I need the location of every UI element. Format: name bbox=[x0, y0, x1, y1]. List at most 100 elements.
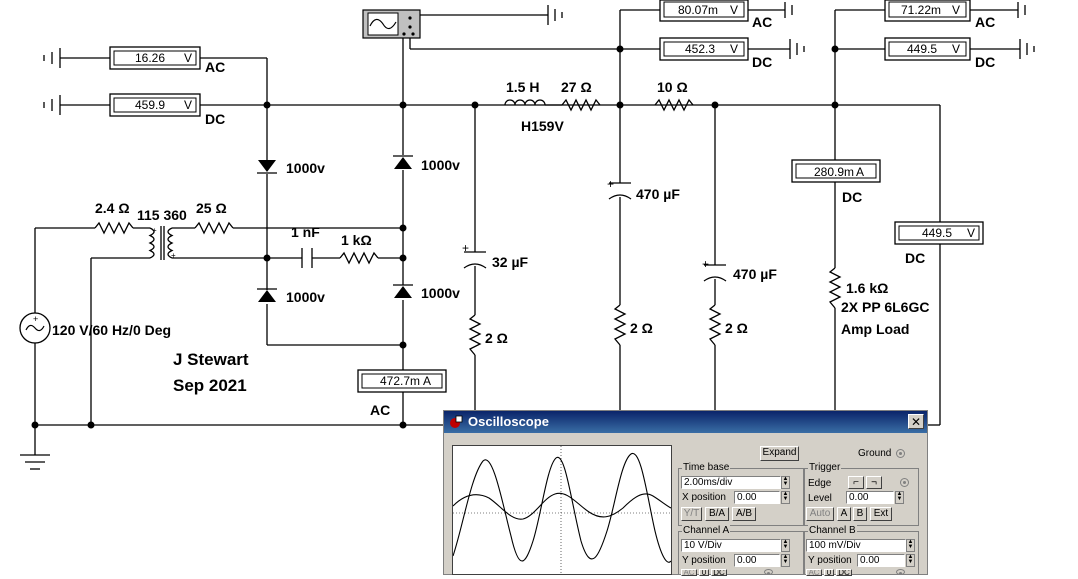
meter-value: 449.5 bbox=[922, 226, 952, 240]
channel-a-label: Channel A bbox=[682, 525, 731, 536]
resistor-icon bbox=[654, 98, 694, 112]
esr-3-label: 2 Ω bbox=[725, 320, 748, 336]
diode-icon bbox=[257, 288, 277, 302]
timebase-spinner[interactable]: ▲▼ bbox=[781, 476, 790, 489]
capacitor-icon bbox=[608, 182, 632, 200]
author-date: Sep 2021 bbox=[173, 376, 247, 395]
cap-3-label: 470 µF bbox=[733, 266, 777, 282]
oscilloscope-window[interactable]: Oscilloscope ✕ Expand Ground Time base 2… bbox=[443, 410, 928, 576]
meter-top-left-dc[interactable]: 459.9 V DC bbox=[109, 93, 225, 127]
trigger-b-button[interactable]: B bbox=[853, 507, 867, 521]
scope-titlebar[interactable]: Oscilloscope ✕ bbox=[444, 411, 927, 433]
meter-mode: AC bbox=[975, 14, 995, 30]
channel-a-ypos[interactable]: 0.00 bbox=[734, 554, 780, 567]
meter-unit: V bbox=[184, 51, 192, 65]
channel-a-ypos-spinner[interactable]: ▲▼ bbox=[781, 554, 790, 567]
meter-unit: A bbox=[856, 165, 864, 179]
inductor-part-label: H159V bbox=[521, 118, 564, 134]
channel-b-scale[interactable]: 100 mV/Div bbox=[806, 539, 906, 552]
channel-b-ypos-label: Y position bbox=[808, 555, 852, 566]
channel-a-ypos-label: Y position bbox=[682, 555, 726, 566]
svg-text:+: + bbox=[702, 257, 709, 271]
xpos-field[interactable]: 0.00 bbox=[734, 491, 780, 504]
meter-load-current[interactable]: 280.9m A DC bbox=[791, 159, 881, 205]
r-primary-label: 2.4 Ω bbox=[95, 200, 130, 216]
cap-1-label: 32 µF bbox=[492, 254, 529, 270]
trigger-group bbox=[804, 468, 919, 526]
channel-b-ypos[interactable]: 0.00 bbox=[857, 554, 905, 567]
meter-mid-ac[interactable]: 80.07m V AC bbox=[659, 0, 772, 30]
expand-button[interactable]: Expand bbox=[760, 446, 799, 461]
ground-terminal[interactable] bbox=[896, 449, 905, 458]
channel-b-label: Channel B bbox=[808, 525, 857, 536]
channel-b-spinner[interactable]: ▲▼ bbox=[906, 539, 915, 552]
trace-a bbox=[452, 453, 672, 563]
meter-right-ac[interactable]: 71.22m V AC bbox=[884, 0, 995, 30]
esr-2-label: 2 Ω bbox=[630, 320, 653, 336]
close-icon[interactable]: ✕ bbox=[908, 414, 924, 429]
mode-yt-button[interactable]: Y/T bbox=[681, 507, 702, 521]
svg-text:+: + bbox=[33, 314, 38, 324]
edge-label: Edge bbox=[808, 478, 832, 489]
ground-icon bbox=[968, 2, 1026, 18]
resistor-icon bbox=[561, 98, 601, 112]
channel-b-ypos-spinner[interactable]: ▲▼ bbox=[906, 554, 915, 567]
svg-text:+: + bbox=[607, 177, 614, 191]
level-spinner[interactable]: ▲▼ bbox=[895, 491, 904, 504]
capacitor-icon bbox=[463, 251, 487, 269]
transformer-icon bbox=[148, 226, 174, 260]
r-filter-label: 10 Ω bbox=[657, 79, 688, 95]
diode-4-label: 1000v bbox=[421, 285, 460, 301]
source-label: 120 V/60 Hz/0 Deg bbox=[52, 322, 171, 338]
timebase-field[interactable]: 2.00ms/div bbox=[681, 476, 781, 489]
resistor-icon bbox=[468, 314, 482, 356]
oscilloscope-icon[interactable] bbox=[362, 9, 421, 39]
channel-a-scale[interactable]: 10 V/Div bbox=[681, 539, 781, 552]
load-desc-2: Amp Load bbox=[841, 321, 909, 337]
svg-text:+: + bbox=[462, 241, 469, 255]
trigger-terminal[interactable] bbox=[900, 478, 909, 487]
transformer-label: 115 360 bbox=[137, 207, 187, 223]
level-field[interactable]: 0.00 bbox=[846, 491, 894, 504]
meter-unit: V bbox=[730, 42, 738, 56]
scope-traces bbox=[452, 446, 672, 574]
r-snubber-label: 1 kΩ bbox=[341, 232, 372, 248]
resistor-icon bbox=[828, 267, 842, 309]
meter-value: 459.9 bbox=[135, 98, 165, 112]
wires bbox=[34, 9, 941, 455]
meter-top-left-ac[interactable]: 16.26 V AC bbox=[109, 46, 225, 75]
ground-symbols bbox=[20, 2, 1035, 470]
meter-value: 80.07m bbox=[678, 3, 718, 17]
channel-a-spinner[interactable]: ▲▼ bbox=[781, 539, 790, 552]
meter-mode: DC bbox=[205, 111, 225, 127]
trigger-ext-button[interactable]: Ext bbox=[870, 507, 892, 521]
cap-2-label: 470 µF bbox=[636, 186, 680, 202]
edge-rising-icon[interactable]: ⌐ bbox=[848, 476, 864, 489]
meter-transformer-current[interactable]: 472.7m A AC bbox=[357, 369, 447, 418]
esr-1-label: 2 Ω bbox=[485, 330, 508, 346]
meter-value: 449.5 bbox=[907, 42, 937, 56]
ground-icon bbox=[540, 5, 563, 25]
edge-falling-icon[interactable]: ¬ bbox=[866, 476, 882, 489]
meter-mid-dc[interactable]: 452.3 V DC bbox=[659, 37, 772, 70]
r-secondary-label: 25 Ω bbox=[196, 200, 227, 216]
ground-icon bbox=[43, 48, 110, 68]
meter-unit: V bbox=[184, 98, 192, 112]
load-label: 1.6 kΩ bbox=[846, 280, 888, 296]
resistor-icon bbox=[94, 221, 134, 235]
xpos-spinner[interactable]: ▲▼ bbox=[781, 491, 790, 504]
meter-unit: A bbox=[423, 374, 431, 388]
svg-text:+: + bbox=[171, 251, 176, 260]
channel-a-terminal[interactable] bbox=[764, 569, 773, 575]
mode-ba-button[interactable]: B/A bbox=[705, 507, 729, 521]
mode-ab-button[interactable]: A/B bbox=[732, 507, 756, 521]
ac-source-icon: + bbox=[19, 312, 51, 344]
diode-icon bbox=[257, 160, 277, 174]
trigger-a-button[interactable]: A bbox=[837, 507, 851, 521]
meter-unit: V bbox=[730, 3, 738, 17]
trigger-auto-button[interactable]: Auto bbox=[806, 507, 834, 521]
meter-right-dc[interactable]: 449.5 V DC bbox=[884, 37, 995, 70]
junctions bbox=[31, 45, 839, 429]
channel-b-terminal[interactable] bbox=[896, 569, 905, 575]
meter-load-voltage[interactable]: 449.5 V DC bbox=[894, 221, 984, 266]
